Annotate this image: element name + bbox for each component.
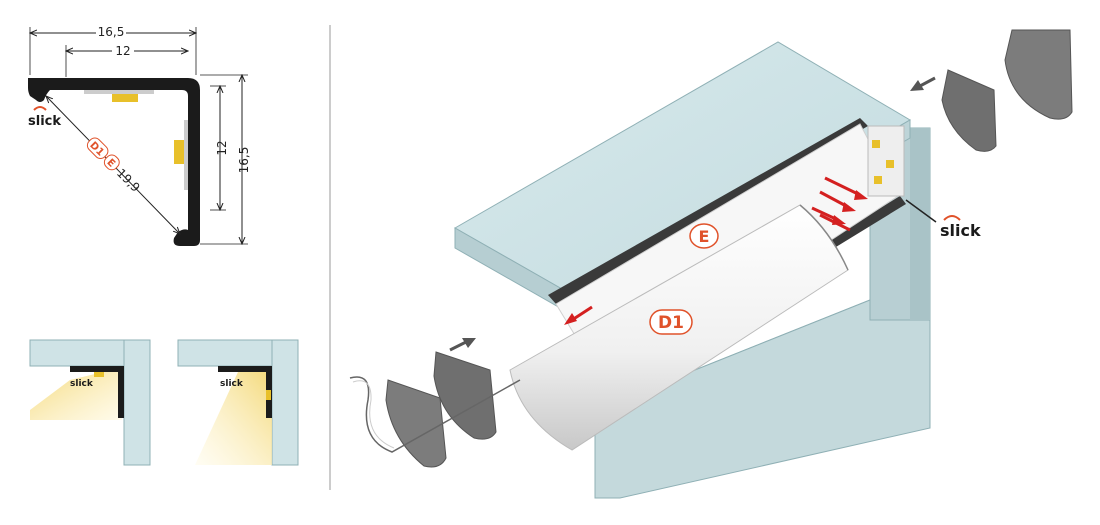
assembly-illustration: E D1 slick xyxy=(349,29,1073,499)
dim-width-total: 16,5 xyxy=(98,25,125,39)
brand-logo-example-1: slick xyxy=(70,379,94,389)
led-chip-top xyxy=(112,94,138,102)
end-cap-left-inner xyxy=(433,351,497,440)
label-d1: D1 xyxy=(658,313,684,333)
dim-diagonal: 19,9 xyxy=(114,166,143,195)
brand-logo-3d: slick xyxy=(940,221,981,240)
arrow-right-icon xyxy=(449,338,476,352)
slick-logo-icon xyxy=(33,106,47,111)
end-cap-right-outer xyxy=(1004,29,1073,120)
profile-cross-section: 16,5 12 12 16,5 D1 E 19,9 xyxy=(28,25,251,246)
slick-logo-icon-3d xyxy=(943,215,961,221)
profile-rail-bottom xyxy=(812,196,906,258)
brand-logo-example-2: slick xyxy=(220,379,244,389)
profile-rail-top xyxy=(548,118,868,304)
red-arrow-icon xyxy=(564,176,868,325)
end-cap-right-inner xyxy=(941,69,997,152)
brand-logo-section: slick xyxy=(28,114,61,129)
application-example-1: slick xyxy=(29,339,151,466)
dim-height-inner: 12 xyxy=(215,140,229,155)
end-cap-left-outer xyxy=(385,379,447,468)
power-cable xyxy=(349,376,521,453)
dim-width-inner: 12 xyxy=(115,44,130,58)
led-chip-side xyxy=(174,140,184,164)
label-e: E xyxy=(699,227,710,246)
arrow-left-icon xyxy=(910,76,936,91)
application-example-2: slick xyxy=(177,339,299,466)
aluminium-profile xyxy=(28,78,200,246)
dim-height-total: 16,5 xyxy=(237,147,251,174)
